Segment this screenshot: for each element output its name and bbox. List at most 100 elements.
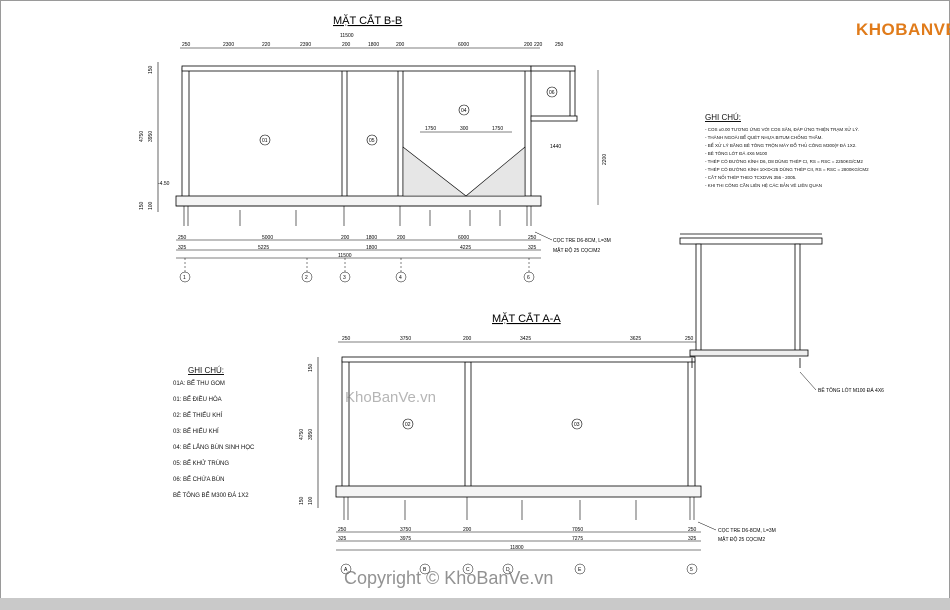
section-bb-bottom-dims-1: 250 5000 200 1800 200 6000 250 xyxy=(178,235,537,241)
legend-item: 02: BỂ THIẾU KHÍ xyxy=(173,413,223,419)
bb-bot1-dim-4: 1800 xyxy=(366,235,377,241)
bb-hopper-right xyxy=(465,146,526,197)
aa-bot2-dim-4: 325 xyxy=(688,536,697,542)
bb-right-dim-1: 1440 xyxy=(550,144,561,150)
brand-logo-text: KHOBANVE xyxy=(856,20,950,39)
bb-bot1-dim-6: 6000 xyxy=(458,235,469,241)
notes-top-item: - CẮT NỐI THÉP THEO TCXDVN 356 - 2005. xyxy=(705,175,797,180)
bb-bot1-dim-3: 200 xyxy=(341,235,350,241)
section-bb-bottom-dims-2: 325 5225 1800 4225 325 xyxy=(178,245,537,251)
aa-bot1-dim-1: 250 xyxy=(338,527,347,533)
aa-piles xyxy=(343,497,695,520)
bb-bot1-dim-7: 250 xyxy=(528,235,537,241)
detail-note: BÊ TÔNG LÓT M100 ĐÁ 4X6 xyxy=(818,386,884,394)
aa-tank-label-02: 02 xyxy=(405,422,411,428)
brand-logo: KHOBANVE xyxy=(856,20,950,40)
bb-left-dim-4: 100 xyxy=(148,201,154,210)
aa-wall-mid xyxy=(464,361,472,489)
bb-ledge-right xyxy=(530,115,578,122)
aa-bot1-dim-3: 200 xyxy=(463,527,472,533)
bb-left-dim-3: 3950 xyxy=(148,131,154,142)
bb-left-dim-5: 150 xyxy=(139,201,145,210)
aa-left-dim-5: 150 xyxy=(299,496,305,505)
aa-pile-note: CỌC TRE D6-8CM, L=3M xyxy=(718,528,776,534)
watermark-copyright: Copyright © KhoBanVe.vn xyxy=(344,568,554,588)
bb-pile-note: CỌC TRE D6-8CM, L=3M xyxy=(553,238,611,244)
aa-top-slab xyxy=(341,356,696,363)
bb-axis-6: 6 xyxy=(527,275,530,281)
legend-title: GHI CHÚ: xyxy=(188,366,224,375)
legend-item: 06: BỂ CHỨA BÙN xyxy=(173,477,225,483)
section-bb-top-total: 11500 xyxy=(340,33,354,39)
aa-wall-right xyxy=(687,359,696,489)
aa-top-dim-2: 3750 xyxy=(400,336,411,342)
notes-top-item: - THÉP CÓ ĐƯỜNG KÍNH 10<D<25 DÙNG THÉP C… xyxy=(705,167,869,172)
aa-left-dim-1: 150 xyxy=(308,363,314,372)
bb-left-dim-1: 150 xyxy=(148,65,154,74)
bb-tank-label-06: 06 xyxy=(549,90,555,96)
section-aa-bottom-dims-1: 250 3750 200 7050 250 xyxy=(338,527,697,533)
watermark-center: KhoBanVe.vn xyxy=(345,389,436,406)
bb-top-dim-1: 250 xyxy=(182,42,191,48)
bottom-scroll-strip xyxy=(0,598,950,610)
aa-axis-c: C xyxy=(466,567,470,573)
bb-axis-1: 1 xyxy=(183,275,186,281)
bb-top-dim-10: 220 xyxy=(534,42,543,48)
legend-item: 04: BỂ LẮNG BÙN SINH HỌC xyxy=(173,445,255,451)
aa-left-dim-4: 100 xyxy=(308,496,314,505)
bb-base-slab xyxy=(175,195,542,207)
bb-axis-2: 2 xyxy=(305,275,308,281)
bb-top-dim-11: 250 xyxy=(555,42,564,48)
bb-inner-dim-1: 1750 xyxy=(425,126,436,132)
aa-bot1-dim-5: 250 xyxy=(688,527,697,533)
section-bb-top-dims: 250 2300 220 2390 200 1800 200 6000 200 … xyxy=(182,42,564,48)
bb-inner-dim-3: 1750 xyxy=(492,126,503,132)
section-aa-title: MẶT CẮT A-A xyxy=(492,312,561,325)
section-bb-left-dims: 150 4750 3950 100 150 xyxy=(139,65,154,210)
legend-list: 01A: BỂ THU GOM 01: BỂ ĐIỀU HÒA 02: BỂ T… xyxy=(173,376,254,504)
aa-base-slab xyxy=(335,485,702,498)
aa-axis-b: B xyxy=(423,567,427,573)
notes-top-item: - COS ±0.00 TƯƠNG ỨNG VỚI COS SÂN, ĐÁP Ứ… xyxy=(705,127,860,132)
bb-bot1-dim-1: 250 xyxy=(178,235,187,241)
bb-right-dim-2: 2200 xyxy=(602,154,608,165)
notes-top-list: - COS ±0.00 TƯƠNG ỨNG VỚI COS SÂN, ĐÁP Ứ… xyxy=(705,126,869,190)
bb-bot2-dim-4: 4225 xyxy=(460,245,471,251)
bb-tank-label-05: 05 xyxy=(369,138,375,144)
aa-top-dim-1: 250 xyxy=(342,336,351,342)
bb-top-dim-3: 220 xyxy=(262,42,271,48)
bb-piles xyxy=(183,206,532,226)
bb-top-dim-4: 2390 xyxy=(300,42,311,48)
aa-bottom-total: 11800 xyxy=(510,545,524,551)
notes-top-item: - BỂ XỬ LÝ BẰNG BÊ TÔNG TRỘN MÁY ĐỔ THỦ … xyxy=(705,143,857,148)
bb-level-left: -4.50 xyxy=(158,181,170,187)
aa-axis-d: D xyxy=(506,567,510,573)
bb-bottom-total: 11500 xyxy=(338,253,352,259)
bb-axis-4: 4 xyxy=(399,275,402,281)
section-bb-title: MẶT CẮT B-B xyxy=(333,14,402,27)
bb-top-dim-2: 2300 xyxy=(223,42,234,48)
bb-wall-left xyxy=(181,67,190,199)
aa-left-dim-2: 4750 xyxy=(299,429,305,440)
aa-tank-label-03: 03 xyxy=(574,422,580,428)
aa-wall-left xyxy=(341,359,350,489)
legend-item: 01A: BỂ THU GOM xyxy=(173,381,225,387)
bb-bot1-dim-2: 5000 xyxy=(262,235,273,241)
legend-item: 05: BỂ KHỬ TRÙNG xyxy=(173,461,230,467)
section-aa-bottom-dims-2: 325 3975 7275 325 xyxy=(338,536,697,542)
section-aa-top-dims: 250 3750 200 3425 3625 250 xyxy=(342,336,694,342)
bb-top-dim-9: 200 xyxy=(524,42,533,48)
bb-axis-3: 3 xyxy=(343,275,346,281)
bb-top-slab xyxy=(181,65,532,72)
bb-left-dim-2: 4750 xyxy=(139,131,145,142)
aa-left-dim-3: 3950 xyxy=(308,429,314,440)
aa-bot1-dim-4: 7050 xyxy=(572,527,583,533)
bb-bot2-dim-3: 1800 xyxy=(366,245,377,251)
bb-bot2-dim-1: 325 xyxy=(178,245,187,251)
aa-pile-density: MẬT ĐỘ 25 CỌC/M2 xyxy=(718,536,765,543)
aa-bot2-dim-2: 3975 xyxy=(400,536,411,542)
aa-bot1-dim-2: 3750 xyxy=(400,527,411,533)
aa-bot2-dim-1: 325 xyxy=(338,536,347,542)
aa-axes xyxy=(340,563,698,575)
aa-top-dim-5: 3625 xyxy=(630,336,641,342)
